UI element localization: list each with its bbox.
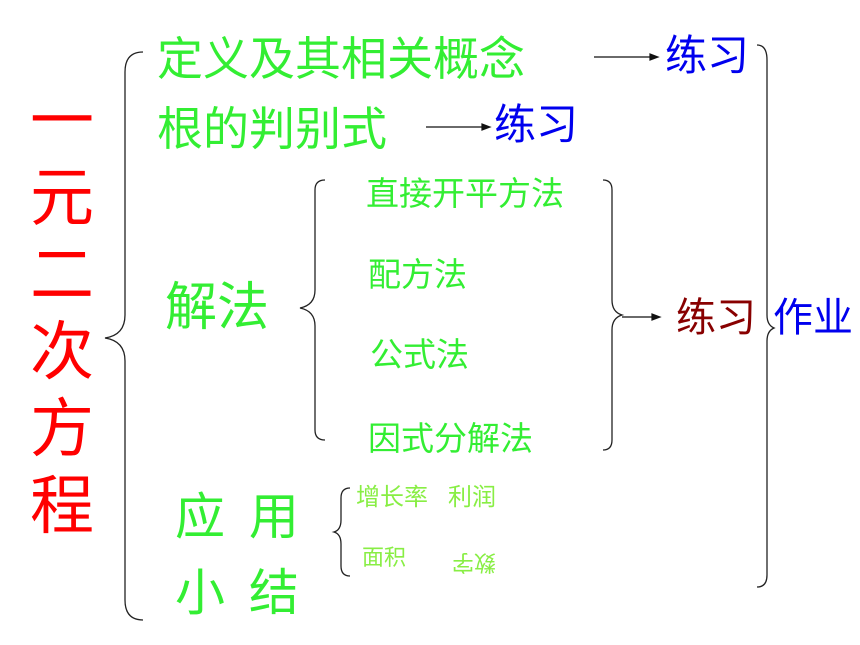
branch-discriminant: 根的判别式 — [157, 102, 387, 156]
application-digit: 数字 — [452, 549, 497, 574]
main-right-brace — [756, 44, 776, 588]
method-item: 因式分解法 — [368, 419, 533, 458]
title-char: 方 — [30, 393, 94, 467]
application-area: 面积 — [362, 546, 407, 571]
methods-left-brace — [299, 179, 326, 441]
title-char: 一 — [30, 85, 94, 159]
title-char: 次 — [30, 316, 94, 390]
branch-methods: 解法 — [165, 278, 270, 338]
homework-label: 作业 — [773, 295, 853, 341]
exercise-label-discriminant: 练习 — [494, 100, 579, 149]
exercise-label-definition: 练习 — [665, 31, 750, 80]
method-item: 配方法 — [368, 255, 467, 294]
arrow-head-discriminant — [481, 123, 492, 131]
branch-summary: 小 结 — [175, 564, 303, 622]
title-char: 程 — [30, 470, 94, 544]
exercise-label-methods: 练习 — [676, 295, 756, 341]
application-growth: 增长率 — [356, 483, 428, 511]
arrow-head-definition — [649, 53, 660, 61]
method-item: 公式法 — [370, 335, 469, 374]
method-item: 直接开平方法 — [366, 174, 564, 213]
arrow-head-methods — [651, 313, 662, 321]
branch-application: 应 用 — [175, 488, 303, 546]
branch-definition: 定义及其相关概念 — [157, 32, 525, 86]
main-left-brace — [104, 51, 144, 621]
application-profit: 利润 — [448, 483, 496, 511]
title-char: 二 — [30, 239, 94, 313]
application-left-brace — [331, 487, 351, 577]
title-char: 元 — [30, 162, 94, 236]
methods-right-brace — [602, 179, 625, 451]
